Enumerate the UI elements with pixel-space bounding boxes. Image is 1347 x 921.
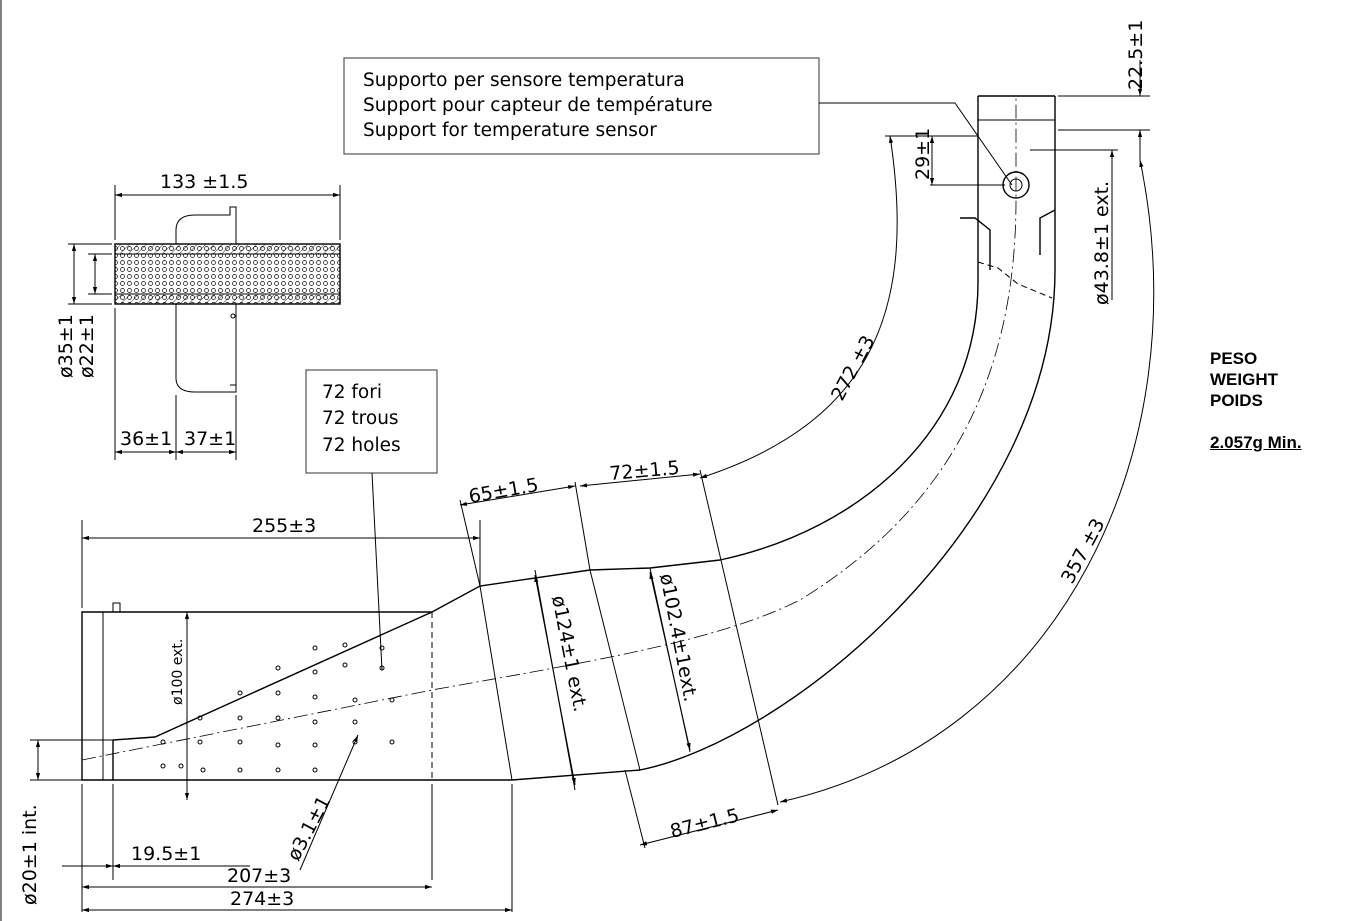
dim-20-int: ø20±1 int. [19,804,41,905]
section-w36-dim: 36±1 [120,428,172,450]
dim-87: 87±1.5 [668,804,742,842]
sensor-note-it: Supporto per sensore temperatura [363,70,685,91]
dim-22-5: 22.5±1 [1125,20,1147,90]
dim-207: 207±3 [227,865,291,887]
dim-43-8: ø43.8±1 ext. [1091,181,1113,305]
dim-65: 65±1.5 [467,474,540,508]
perforation-holes [160,642,395,773]
dim-100: ø100 ext. [170,639,186,705]
weight-label-it: PESO [1210,349,1258,368]
holes-note-en: 72 holes [322,435,401,456]
sensor-note-en: Support for temperature sensor [363,120,657,141]
section-d22-dim: ø22±1 [76,314,98,378]
cross-section-view: 133 ±1.5 ø35±1 ø22±1 36±1 37±1 [55,171,341,460]
dim-3-1: ø3.1±1 [283,792,335,864]
holes-note: 72 fori 72 trous 72 holes [305,369,438,671]
dim-19-5: 19.5±1 [131,843,201,865]
sensor-note-fr: Support pour capteur de température [363,95,713,116]
section-d35-dim: ø35±1 [55,314,77,378]
section-w37-dim: 37±1 [184,428,236,450]
section-width-dim: 133 ±1.5 [160,171,248,193]
dim-274: 274±3 [230,888,294,910]
weight-block: PESO WEIGHT POIDS 2.057g Min. [1210,348,1302,453]
dim-29: 29±1 [912,128,934,180]
holes-note-it: 72 fori [322,382,382,403]
dim-357: 357 ±3 [1057,515,1109,587]
weight-value: 2.057g Min. [1210,433,1302,452]
dim-255: 255±3 [252,515,316,537]
dim-272: 272 ±3 [827,332,879,404]
dim-124: ø124±1 ext. [547,594,591,714]
weight-label-fr: POIDS [1210,391,1263,410]
dim-72: 72±1.5 [609,457,681,485]
weight-label-en: WEIGHT [1210,370,1278,389]
holes-note-fr: 72 trous [322,408,399,429]
